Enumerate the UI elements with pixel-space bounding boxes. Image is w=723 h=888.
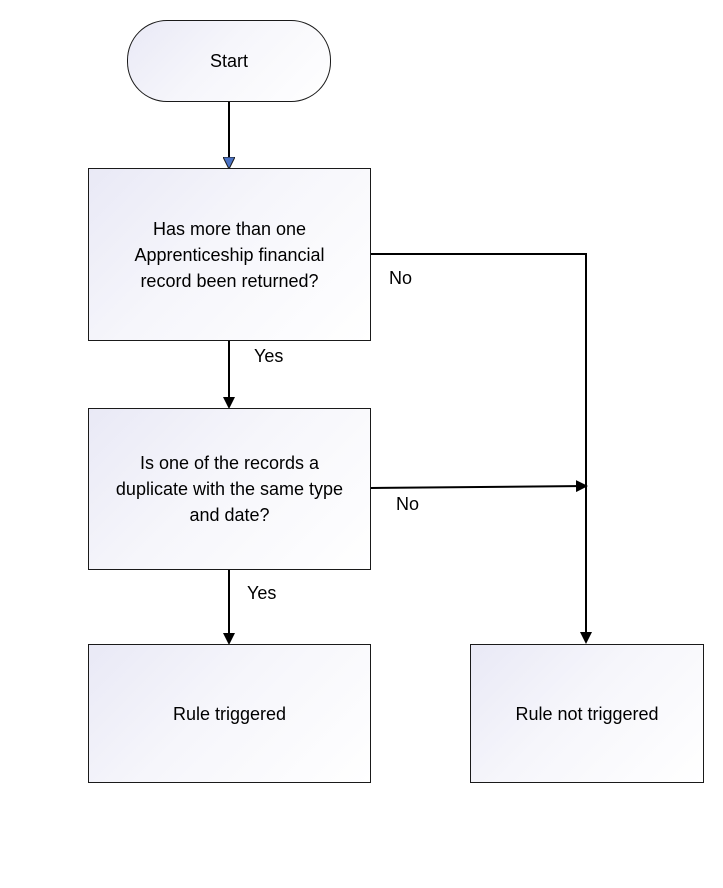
outcome-rule-not-triggered-label: Rule not triggered bbox=[515, 703, 659, 724]
outcome-rule-triggered-label: Rule triggered bbox=[172, 703, 287, 724]
start-node: Start bbox=[127, 20, 331, 102]
outcome-rule-not-triggered: Rule not triggered bbox=[470, 644, 704, 783]
outcome-rule-triggered: Rule triggered bbox=[88, 644, 371, 783]
decision-duplicate-record-label: Is one of the records a duplicate with t… bbox=[115, 453, 344, 525]
edge-label-q2-yes: Yes bbox=[247, 583, 277, 603]
decision-duplicate-record: Is one of the records a duplicate with t… bbox=[88, 408, 371, 570]
edge-label-q1-no: No bbox=[389, 268, 413, 288]
decision-multiple-records: Has more than one Apprenticeship financi… bbox=[88, 168, 371, 341]
start-node-label: Start bbox=[209, 51, 248, 71]
edge-label-q1-yes: Yes bbox=[254, 346, 284, 366]
edge-label-q2-no: No bbox=[396, 494, 420, 514]
connector-q1-no bbox=[371, 253, 592, 644]
decision-multiple-records-label: Has more than one Apprenticeship financi… bbox=[134, 218, 325, 291]
connector-q2-no bbox=[370, 480, 588, 493]
